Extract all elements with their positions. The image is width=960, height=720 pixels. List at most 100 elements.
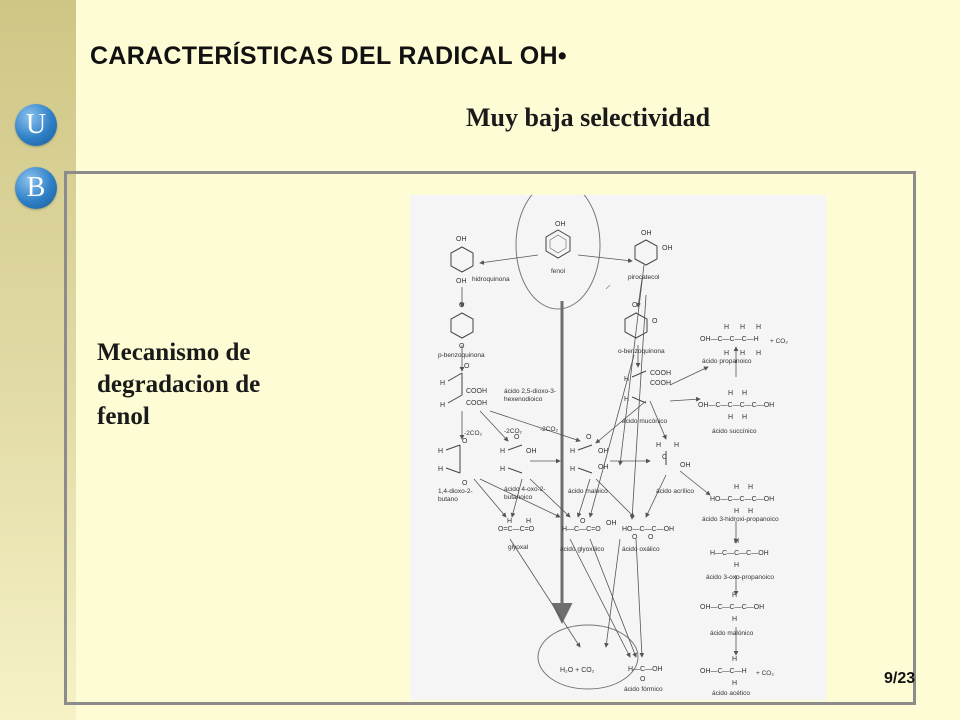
svg-text:OH—C—C—C—OH: OH—C—C—C—OH (700, 604, 764, 611)
svg-text:H: H (624, 396, 629, 403)
label-acido-oxalico: ácido oxálico (622, 546, 660, 553)
label-co2-loss-b: -2CO₂ (504, 428, 523, 435)
label-acido-succinico: ácido succínico (712, 428, 757, 435)
phenol-degradation-diagram: OH OH OH OH OH O O O O H H CO (410, 195, 826, 700)
oxobutanoic-structure: H H OH O (500, 434, 537, 474)
svg-text:H: H (734, 484, 739, 491)
svg-text:O: O (580, 518, 586, 525)
slide-subtitle: Muy baja selectividad (466, 103, 711, 132)
small-tick-mark (605, 284, 611, 290)
dioxo-hexenedioic-structure: H H COOH COOH O (440, 363, 487, 409)
hydroxypropanoic-structure: HO—C—C—C—OH H H H H (710, 484, 774, 515)
svg-text:OH: OH (606, 520, 617, 527)
svg-text:H: H (732, 656, 737, 663)
svg-text:H: H (624, 376, 629, 383)
svg-text:O: O (462, 438, 468, 445)
label-acido-malonico: ácido malónico (710, 630, 754, 637)
label-hidroquinona: hidroquinona (472, 276, 510, 283)
label-fenol: fenol (551, 268, 566, 275)
svg-text:OH: OH (662, 245, 673, 252)
mechanism-label-line-3: fenol (97, 403, 150, 430)
svg-text:OH—C—C—C—H: OH—C—C—C—H (700, 336, 759, 343)
label-acido-formico: ácido fórmico (624, 686, 663, 693)
svg-text:H: H (732, 616, 737, 623)
reaction-scheme-svg: OH OH OH OH OH O O O O H H CO (438, 195, 788, 697)
svg-text:OH: OH (598, 448, 609, 455)
svg-text:OH—C—C—C—C—OH: OH—C—C—C—C—OH (698, 402, 774, 409)
svg-text:H—C—OH: H—C—OH (628, 666, 663, 673)
acetic-structure: OH—C—C—H H H (700, 656, 747, 687)
svg-text:OH: OH (555, 221, 566, 228)
label-co2-loss-a: -2CO₂ (464, 430, 483, 437)
mechanism-label: Mecanismo de degradacion de fenol (97, 337, 327, 433)
label-oxo-propanoico: ácido 3-oxo-propanoico (706, 574, 774, 581)
svg-text:O: O (462, 480, 468, 487)
svg-text:H: H (440, 402, 445, 409)
svg-text:H: H (500, 466, 505, 473)
dioxobutane-structure: H H O O (438, 438, 468, 487)
svg-text:OH—C—C—H: OH—C—C—H (700, 668, 747, 675)
p-benzoquinone-ring-icon: O O (450, 302, 474, 350)
svg-text:OH: OH (641, 230, 652, 237)
svg-text:OH: OH (456, 278, 467, 285)
svg-text:H: H (734, 508, 739, 515)
succinic-structure: OH—C—C—C—C—OH H H H H (698, 390, 774, 421)
label-acido-propanoico: ácido propanoico (702, 358, 752, 365)
catechol-ring-icon: OH OH (634, 230, 673, 266)
hydroquinone-ring-icon: OH OH (450, 236, 474, 285)
svg-text:COOH: COOH (466, 388, 487, 395)
label-acido-acrilico: ácido acrílico (656, 488, 694, 495)
svg-text:O: O (640, 676, 646, 683)
svg-text:HO—C—C—C—OH: HO—C—C—C—OH (710, 496, 774, 503)
glyoxylic-structure: H—C—C=O O OH (562, 518, 617, 533)
phenol-ring-icon: OH (545, 221, 571, 259)
svg-text:O: O (464, 363, 470, 370)
svg-text:COOH: COOH (650, 380, 671, 387)
svg-text:H: H (724, 324, 729, 331)
label-acido-muconico: ácido mucónico (622, 418, 668, 425)
svg-text:H: H (656, 442, 661, 449)
svg-text:H: H (734, 562, 739, 569)
label-hidroxi-propanoico: ácido 3-hidroxi-propanoico (702, 516, 779, 523)
svg-text:H: H (438, 448, 443, 455)
slide-title: CARACTERÍSTICAS DEL RADICAL OH• (90, 42, 567, 70)
products-highlight-ellipse (537, 624, 639, 690)
svg-text:H: H (438, 466, 443, 473)
svg-text:H: H (724, 350, 729, 357)
mechanism-label-line-1: Mecanismo de (97, 339, 251, 366)
svg-text:O: O (632, 534, 638, 541)
svg-text:H—C—C—C—OH: H—C—C—C—OH (710, 550, 769, 557)
svg-text:H: H (728, 414, 733, 421)
svg-text:COOH: COOH (650, 370, 671, 377)
phenol-highlight-ellipse (515, 195, 601, 310)
propanoic-structure: OH—C—C—C—H H H H H H H (700, 324, 761, 357)
svg-text:H: H (742, 414, 747, 421)
university-logo-u: U (15, 104, 57, 146)
svg-text:OH: OH (456, 236, 467, 243)
label-oxo-butanoico-1: ácido 4-oxo-2- (504, 486, 546, 493)
svg-text:H: H (742, 390, 747, 397)
label-co2-loss-c: -2CO₂ (540, 426, 559, 433)
oxopropanoic-structure: H—C—C—C—OH H H (710, 538, 769, 569)
label-co2-propanoico: + CO₂ (770, 338, 788, 345)
svg-text:H: H (526, 518, 531, 525)
page-number: 9/23 (884, 670, 916, 687)
university-logo-b: B (15, 167, 57, 209)
svg-text:H: H (570, 466, 575, 473)
svg-text:H: H (570, 448, 575, 455)
svg-text:H: H (740, 350, 745, 357)
content-frame (64, 171, 916, 705)
svg-text:H: H (507, 518, 512, 525)
malonic-structure: OH—C—C—C—OH H H (700, 592, 764, 623)
glyoxal-structure: O=C—C=O H H (498, 518, 535, 533)
svg-text:COOH: COOH (466, 400, 487, 407)
svg-text:O: O (648, 534, 654, 541)
muconic-acid-structure: H H COOH COOH (624, 370, 671, 404)
svg-text:OH: OH (526, 448, 537, 455)
svg-text:H: H (748, 484, 753, 491)
label-oxo-butanoico-2: butanoico (504, 494, 533, 501)
label-acido-dioxo-2: hexenodioico (504, 396, 543, 403)
svg-text:H: H (674, 442, 679, 449)
mechanism-label-line-2: degradacion de (97, 371, 261, 398)
svg-text:H: H (756, 350, 761, 357)
